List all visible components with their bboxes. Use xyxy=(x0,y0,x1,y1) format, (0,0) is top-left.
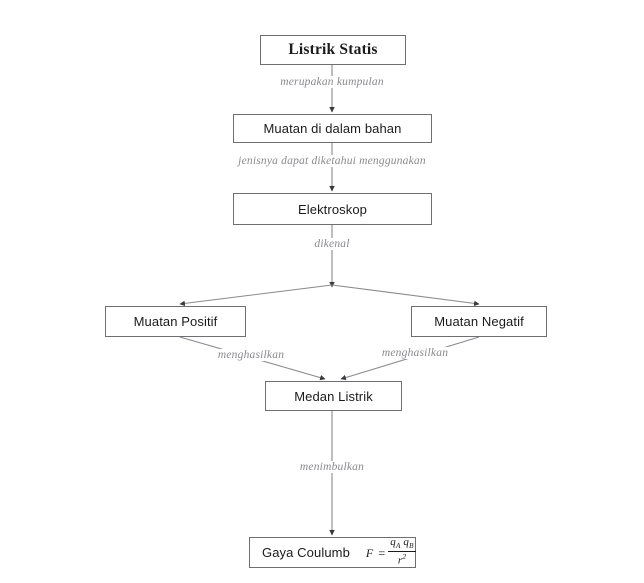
edge-label-menghasilkan-left: menghasilkan xyxy=(214,349,288,361)
edge-label-menimbulkan: menimbulkan xyxy=(296,461,368,473)
node-label: Listrik Statis xyxy=(288,41,378,58)
edge-label-jenisnya-dapat-diketahui: jenisnya dapat diketahui menggunakan xyxy=(235,155,429,167)
node-label: Gaya Coulumb xyxy=(262,545,350,560)
node-muatan-positif[interactable]: Muatan Positif xyxy=(105,306,246,337)
formula-equals: = xyxy=(378,545,386,560)
formula-denominator: r2 xyxy=(397,552,407,568)
formula-numerator: qA qB xyxy=(388,536,416,553)
node-medan-listrik[interactable]: Medan Listrik xyxy=(265,381,402,411)
node-label: Muatan Negatif xyxy=(434,314,524,329)
node-elektroskop[interactable]: Elektroskop xyxy=(233,193,432,225)
edge-label-merupakan-kumpulan: merupakan kumpulan xyxy=(277,76,387,88)
edge-label-dikenal: dikenal xyxy=(311,238,353,250)
edge-label-menghasilkan-right: menghasilkan xyxy=(378,347,452,359)
node-label: Muatan Positif xyxy=(133,314,218,329)
edge-branch-to-positif xyxy=(179,284,333,307)
formula-lhs: F xyxy=(365,545,374,560)
node-label: Elektroskop xyxy=(297,201,368,217)
formula-fraction: qA qB r2 xyxy=(388,536,416,568)
node-muatan-di-dalam-bahan[interactable]: Muatan di dalam bahan xyxy=(233,114,432,143)
coulomb-formula: F = qA qB r2 xyxy=(366,537,416,567)
node-listrik-statis[interactable]: Listrik Statis xyxy=(260,35,406,65)
edge-branch-to-negatif xyxy=(331,284,480,307)
node-label: Medan Listrik xyxy=(294,388,373,404)
node-muatan-negatif[interactable]: Muatan Negatif xyxy=(411,306,547,337)
node-label: Muatan di dalam bahan xyxy=(263,121,402,136)
node-gaya-coulumb[interactable]: Gaya Coulumb F = qA qB r2 xyxy=(249,537,416,568)
